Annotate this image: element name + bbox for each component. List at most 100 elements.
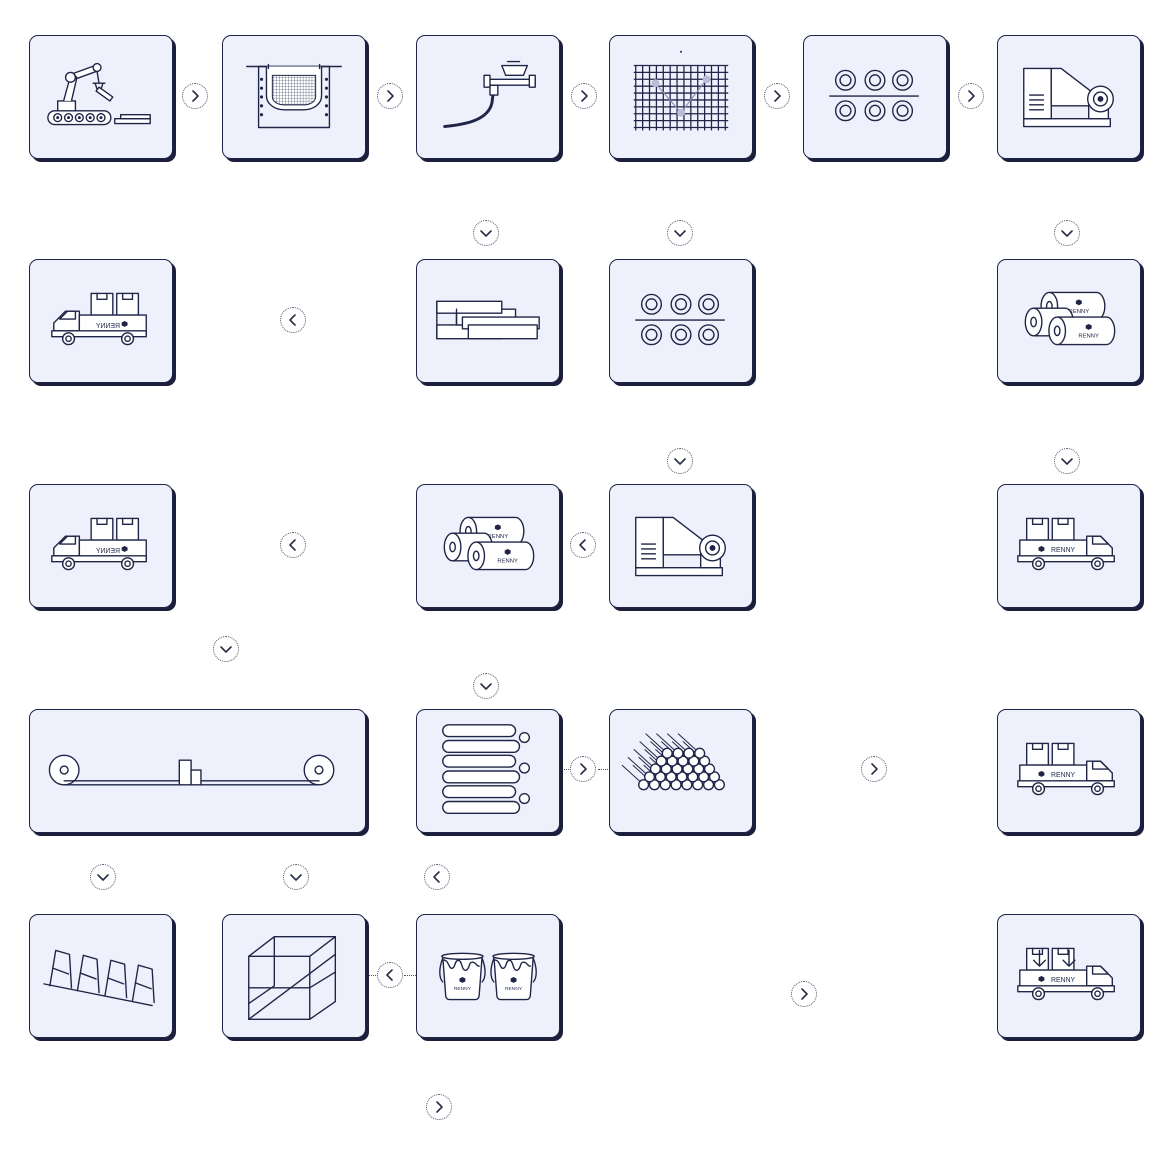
step-card-truck-row2[interactable]: RENNY	[29, 259, 173, 383]
conveyor-line-icon	[48, 754, 335, 786]
step-card-branded-rolls-middle[interactable]: RENNY RENNY	[416, 484, 560, 608]
pipe-stack-icon	[621, 733, 725, 791]
svg-text:RENNY: RENNY	[1051, 772, 1075, 779]
flow-arrow-chevron-right[interactable]	[958, 83, 984, 109]
winding-machine-icon	[1023, 67, 1114, 128]
chevron-down-icon	[1061, 230, 1073, 237]
step-card-melting-furnace[interactable]	[222, 35, 366, 159]
flow-arrow-chevron-down[interactable]	[90, 864, 116, 890]
step-card-branded-truck-row4[interactable]: RENNY	[997, 709, 1141, 833]
branded-rolls-icon: RENNY RENNY	[443, 516, 535, 571]
paint-buckets-icon: RENNY RENNY	[439, 952, 537, 1001]
step-card-rolled-rods[interactable]	[416, 709, 560, 833]
step-card-mesh-weaving[interactable]	[609, 35, 753, 159]
flow-arrow-chevron-down[interactable]	[473, 220, 499, 246]
step-card-winding-machine-middle[interactable]	[609, 484, 753, 608]
step-card-fence-panels[interactable]	[29, 914, 173, 1038]
flow-arrow-chevron-right[interactable]	[426, 1094, 452, 1120]
flow-arrow-chevron-down[interactable]	[667, 220, 693, 246]
step-card-winding-machine-top[interactable]	[997, 35, 1141, 159]
flow-arrow-chevron-left[interactable]	[570, 532, 596, 558]
step-card-stacked-beams[interactable]	[416, 259, 560, 383]
loading-truck-icon: RENNY	[1017, 947, 1115, 1001]
chevron-right-icon	[968, 90, 975, 102]
flow-arrow-chevron-right[interactable]	[571, 83, 597, 109]
chevron-down-icon	[220, 646, 232, 653]
chevron-left-icon	[289, 539, 296, 551]
connector-line	[368, 975, 378, 976]
delivery-truck-icon: RENNY	[51, 517, 147, 571]
chevron-right-icon	[871, 763, 878, 775]
chevron-left-icon	[386, 969, 393, 981]
chevron-down-icon	[480, 230, 492, 237]
flow-arrow-chevron-right[interactable]	[791, 981, 817, 1007]
step-card-branded-truck-row3[interactable]: RENNY	[997, 484, 1141, 608]
flow-arrow-chevron-right[interactable]	[861, 756, 887, 782]
flow-arrow-chevron-down[interactable]	[283, 864, 309, 890]
branded-truck-icon: RENNY	[1017, 742, 1115, 796]
winding-machine-icon	[635, 516, 726, 577]
step-card-wire-drawing[interactable]	[416, 35, 560, 159]
chevron-right-icon	[801, 988, 808, 1000]
chevron-right-icon	[774, 90, 781, 102]
chevron-right-icon	[192, 90, 199, 102]
chevron-down-icon	[1061, 458, 1073, 465]
connector-line	[598, 769, 610, 770]
flow-arrow-chevron-right[interactable]	[182, 83, 208, 109]
stacked-beams-icon	[436, 300, 540, 340]
flow-arrow-chevron-down[interactable]	[1054, 448, 1080, 474]
chevron-right-icon	[436, 1101, 443, 1113]
coil-grid-icon	[635, 293, 725, 346]
chevron-left-icon	[579, 539, 586, 551]
step-card-pipe-stack[interactable]	[609, 709, 753, 833]
coil-grid-icon	[829, 69, 919, 122]
svg-text:RENNY: RENNY	[1051, 547, 1075, 554]
step-card-truck-row3[interactable]: RENNY	[29, 484, 173, 608]
fence-panels-icon	[43, 949, 155, 1007]
connector-line	[561, 769, 571, 770]
chevron-right-icon	[580, 763, 587, 775]
chevron-left-icon	[433, 871, 440, 883]
step-card-coils-top[interactable]	[803, 35, 947, 159]
svg-text:RENNY: RENNY	[488, 534, 509, 540]
svg-text:RENNY: RENNY	[505, 986, 523, 992]
chevron-down-icon	[290, 874, 302, 881]
chevron-right-icon	[387, 90, 394, 102]
flow-arrow-chevron-down[interactable]	[1054, 220, 1080, 246]
flow-arrow-chevron-right[interactable]	[377, 83, 403, 109]
step-card-conveyor-line[interactable]	[29, 709, 366, 833]
chevron-down-icon	[97, 874, 109, 881]
flow-arrow-chevron-right[interactable]	[570, 756, 596, 782]
delivery-truck-icon: RENNY	[51, 292, 147, 346]
branded-truck-icon: RENNY	[1017, 517, 1115, 571]
connector-line	[404, 975, 416, 976]
chevron-right-icon	[581, 90, 588, 102]
wire-drawing-nozzle-icon	[443, 60, 536, 128]
robotic-arm-conveyor-icon	[47, 62, 151, 126]
chevron-down-icon	[674, 458, 686, 465]
flow-arrow-chevron-left[interactable]	[377, 962, 403, 988]
flow-arrow-chevron-left[interactable]	[280, 307, 306, 333]
flow-arrow-chevron-right[interactable]	[764, 83, 790, 109]
step-card-paint-buckets[interactable]: RENNY RENNY	[416, 914, 560, 1038]
flow-arrow-chevron-down[interactable]	[667, 448, 693, 474]
flow-arrow-chevron-left[interactable]	[280, 532, 306, 558]
step-card-loading-truck[interactable]: RENNY	[997, 914, 1141, 1038]
svg-text:RENNY: RENNY	[454, 986, 472, 992]
svg-text:RENNY: RENNY	[95, 323, 119, 330]
svg-text:RENNY: RENNY	[497, 559, 518, 565]
svg-text:RENNY: RENNY	[1051, 977, 1075, 984]
svg-text:RENNY: RENNY	[1078, 334, 1099, 340]
wire-cage-icon	[248, 935, 337, 1020]
chevron-down-icon	[674, 230, 686, 237]
step-card-robot-arm[interactable]	[29, 35, 173, 159]
flow-arrow-chevron-left[interactable]	[424, 864, 450, 890]
flow-arrow-chevron-down[interactable]	[473, 673, 499, 699]
step-card-wire-cage[interactable]	[222, 914, 366, 1038]
flow-arrow-chevron-down[interactable]	[213, 636, 239, 662]
svg-text:RENNY: RENNY	[95, 548, 119, 555]
chevron-down-icon	[480, 683, 492, 690]
step-card-coils-middle[interactable]	[609, 259, 753, 383]
